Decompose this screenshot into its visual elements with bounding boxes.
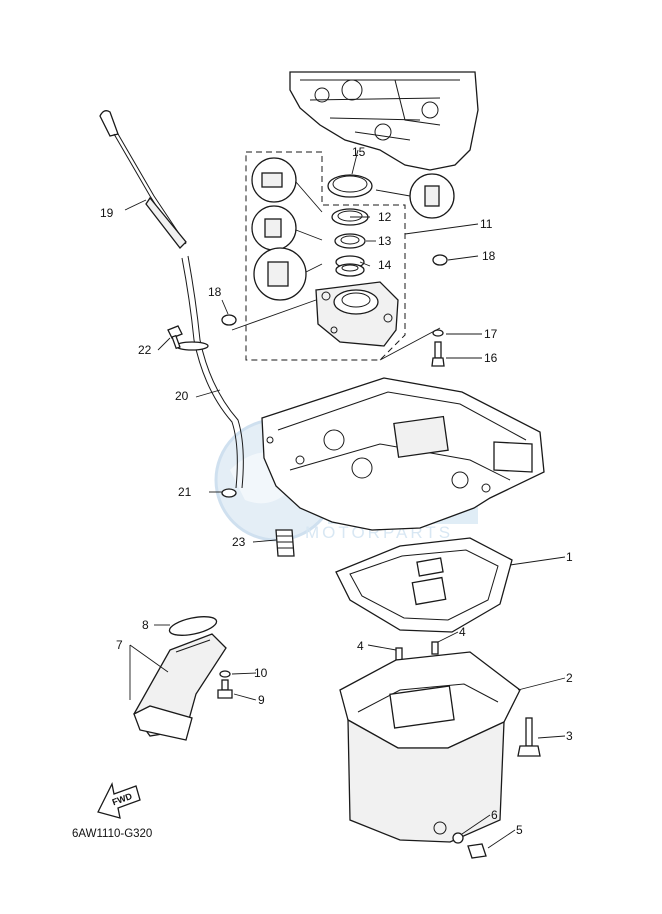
- callout-14: 14: [378, 258, 392, 272]
- part-5-6-drain-plug: [452, 832, 487, 859]
- callout-18a: 18: [208, 285, 222, 299]
- part-11-seal-housing: [315, 281, 399, 347]
- callout-1: 1: [566, 550, 573, 564]
- callout-17: 17: [484, 327, 498, 341]
- part-20-dipstick-guide: [175, 255, 244, 489]
- part-18-o-rings: [221, 254, 448, 326]
- part-1-gasket: [335, 537, 513, 633]
- part-7-oil-strainer: [133, 633, 227, 741]
- seal-detail-bubbles: [251, 157, 455, 301]
- drawing-code: 6AW1110-G320: [72, 828, 153, 840]
- part-3-bolt: [517, 717, 541, 757]
- part-14-oil-seals: [335, 255, 365, 277]
- callout-5: 5: [516, 823, 523, 837]
- callout-12: 12: [378, 210, 392, 224]
- part-2-oil-pan: [339, 651, 521, 843]
- part-19-dipstick: [99, 110, 187, 249]
- powerhead-block: [289, 71, 479, 171]
- callout-10: 10: [254, 666, 268, 680]
- callout-4a: 4: [357, 639, 364, 653]
- callout-6: 6: [491, 808, 498, 822]
- callout-8: 8: [142, 618, 149, 632]
- callout-3: 3: [566, 729, 573, 743]
- part-23-fitting: [275, 529, 295, 557]
- exhaust-guide-body: [261, 377, 545, 531]
- callout-20: 20: [175, 389, 189, 403]
- callout-19: 19: [100, 206, 114, 220]
- fwd-arrow: FWD: [97, 782, 141, 819]
- part-13-oil-seal: [334, 233, 366, 249]
- part-9-10-bolt-washer: [217, 670, 233, 699]
- callout-7: 7: [116, 638, 123, 652]
- oil-seal-housing-group: [245, 151, 406, 361]
- leader-lines: [124, 149, 566, 849]
- part-15-oil-seal: [327, 174, 373, 198]
- part-21-o-ring: [221, 488, 237, 498]
- part-8-gasket: [168, 616, 218, 636]
- callout-13: 13: [378, 234, 392, 248]
- callout-9: 9: [258, 693, 265, 707]
- part-16-17-bolt-washer: [431, 329, 445, 367]
- part-22-bolt: [167, 325, 183, 350]
- callout-21: 21: [178, 485, 192, 499]
- callout-4b: 4: [459, 625, 466, 639]
- callout-11: 11: [480, 217, 493, 231]
- callout-18b: 18: [482, 249, 496, 263]
- callout-22: 22: [138, 343, 152, 357]
- callout-16: 16: [484, 351, 498, 365]
- callout-15: 15: [352, 145, 366, 159]
- callout-2: 2: [566, 671, 573, 685]
- callout-23: 23: [232, 535, 246, 549]
